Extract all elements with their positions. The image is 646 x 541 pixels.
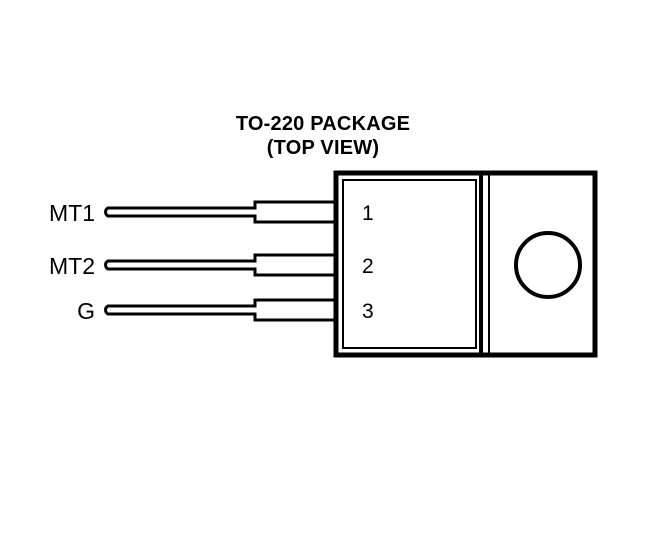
pin-number-group: 1 2 3 — [362, 202, 374, 323]
lead-pin-3 — [104, 298, 340, 322]
pin-number-2: 2 — [362, 255, 374, 278]
pin-label-mt2: MT2 — [49, 253, 95, 279]
pin-label-g: G — [77, 298, 95, 324]
pin-label-mt1: MT1 — [49, 200, 95, 226]
pin-number-3: 3 — [362, 300, 374, 323]
plastic-body-inner-outline — [342, 179, 477, 349]
lead-pin-1 — [104, 200, 340, 224]
pin-label-group: MT1 MT2 G — [49, 200, 95, 324]
lead-group — [104, 200, 340, 322]
lead-pin-2 — [104, 253, 340, 277]
diagram-title-line2: (TOP VIEW) — [267, 137, 379, 159]
diagram-title-line1: TO-220 PACKAGE — [236, 113, 410, 135]
pin-number-1: 1 — [362, 202, 374, 225]
mounting-hole-circle — [514, 231, 582, 299]
